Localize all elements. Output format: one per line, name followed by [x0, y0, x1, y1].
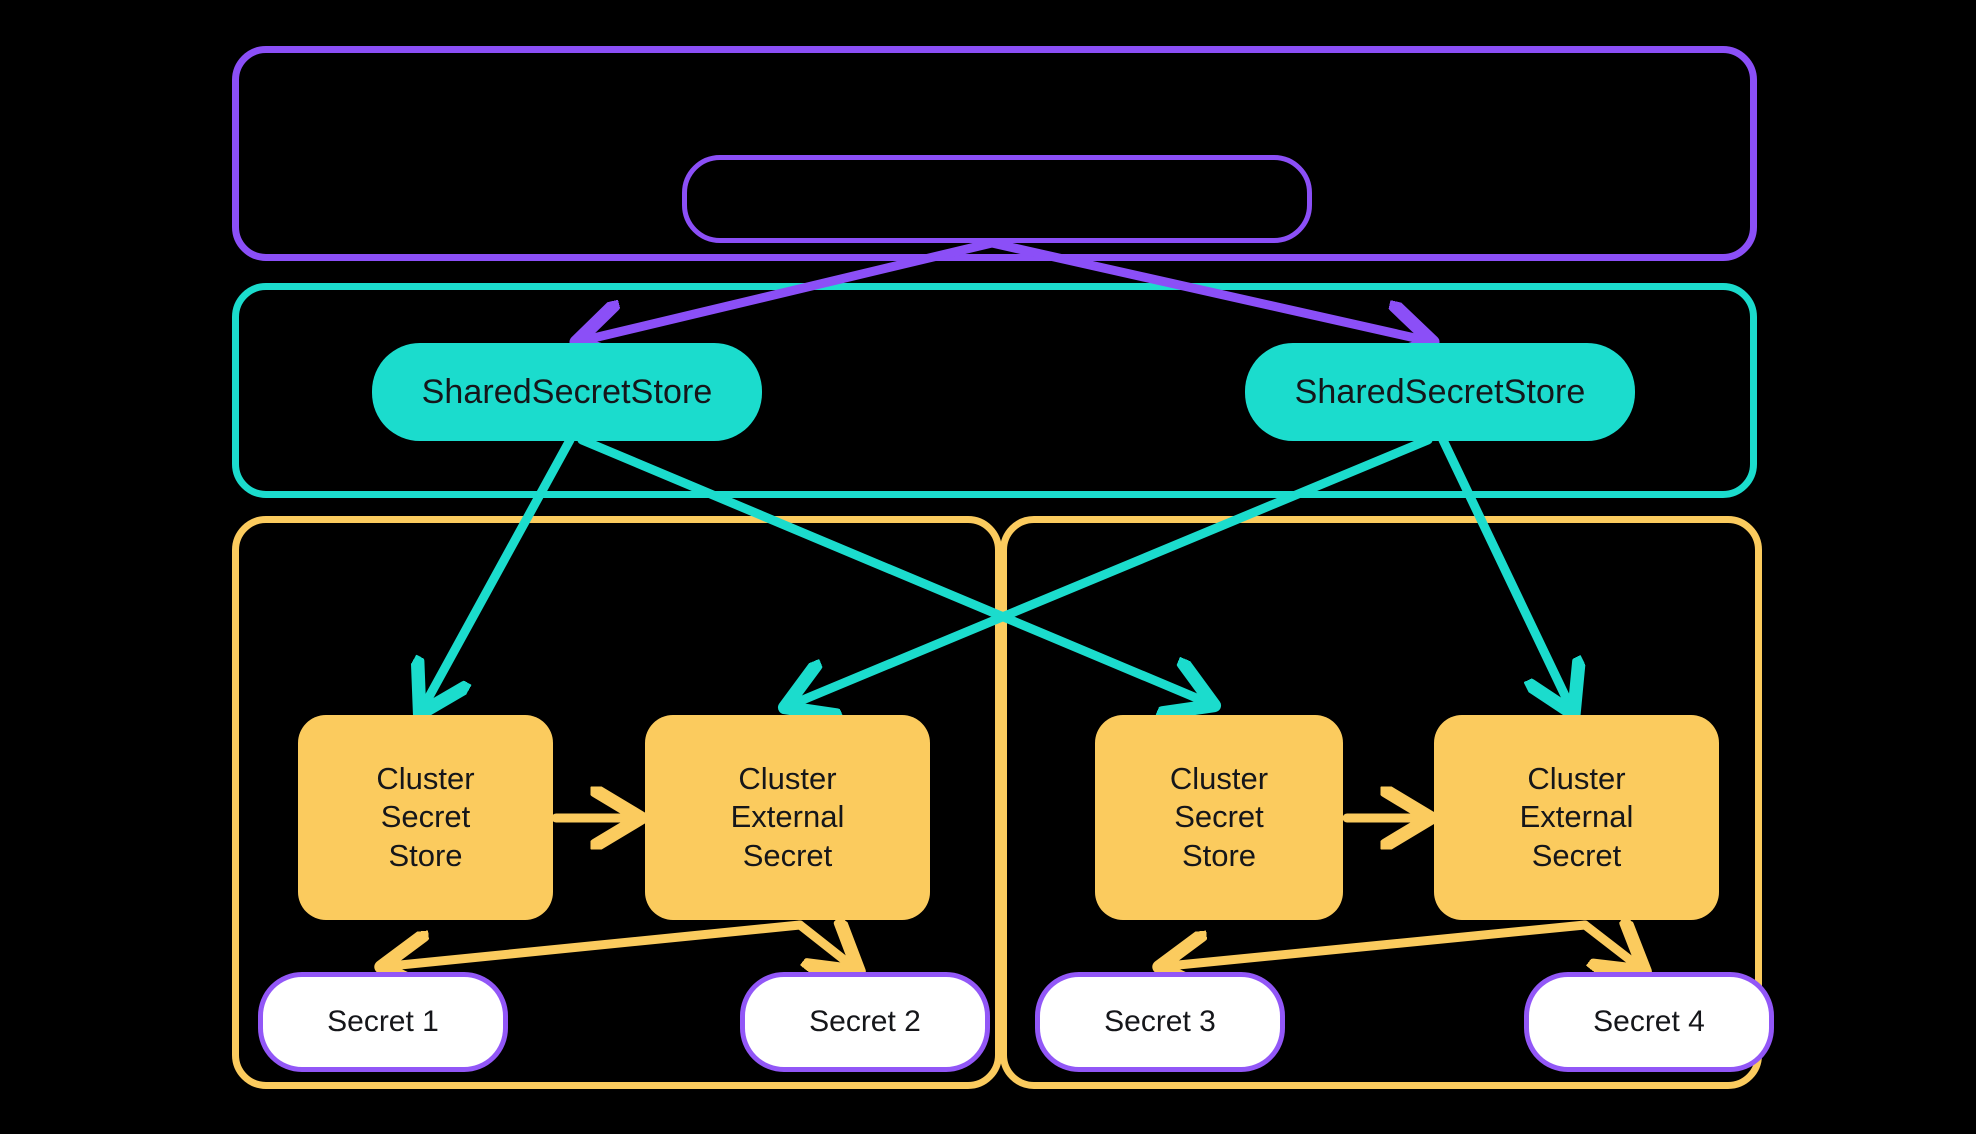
- shared-secret-store-right[interactable]: SharedSecretStore: [1245, 343, 1635, 441]
- cluster-secret-store-right[interactable]: Cluster Secret Store: [1095, 715, 1343, 920]
- secret-1-label: Secret 1: [327, 1005, 439, 1038]
- operator-box[interactable]: [682, 155, 1312, 243]
- shared-secret-store-left[interactable]: SharedSecretStore: [372, 343, 762, 441]
- cluster-external-secret-left[interactable]: Cluster External Secret: [645, 715, 930, 920]
- secret-1[interactable]: Secret 1: [258, 972, 508, 1072]
- secret-3[interactable]: Secret 3: [1035, 972, 1285, 1072]
- cluster-secret-store-left-label: Cluster Secret Store: [376, 760, 475, 873]
- cluster-secret-store-right-label: Cluster Secret Store: [1169, 760, 1269, 873]
- secret-3-label: Secret 3: [1104, 1005, 1216, 1038]
- shared-secret-store-left-label: SharedSecretStore: [421, 372, 713, 411]
- cluster-external-secret-left-label: Cluster External Secret: [730, 760, 845, 873]
- secret-2-label: Secret 2: [809, 1005, 921, 1038]
- secret-4[interactable]: Secret 4: [1524, 972, 1774, 1072]
- cluster-external-secret-right[interactable]: Cluster External Secret: [1434, 715, 1719, 920]
- shared-secret-store-right-label: SharedSecretStore: [1294, 372, 1586, 411]
- secret-2[interactable]: Secret 2: [740, 972, 990, 1072]
- cluster-secret-store-left[interactable]: Cluster Secret Store: [298, 715, 553, 920]
- cluster-external-secret-right-label: Cluster External Secret: [1519, 760, 1634, 873]
- secret-4-label: Secret 4: [1593, 1005, 1705, 1038]
